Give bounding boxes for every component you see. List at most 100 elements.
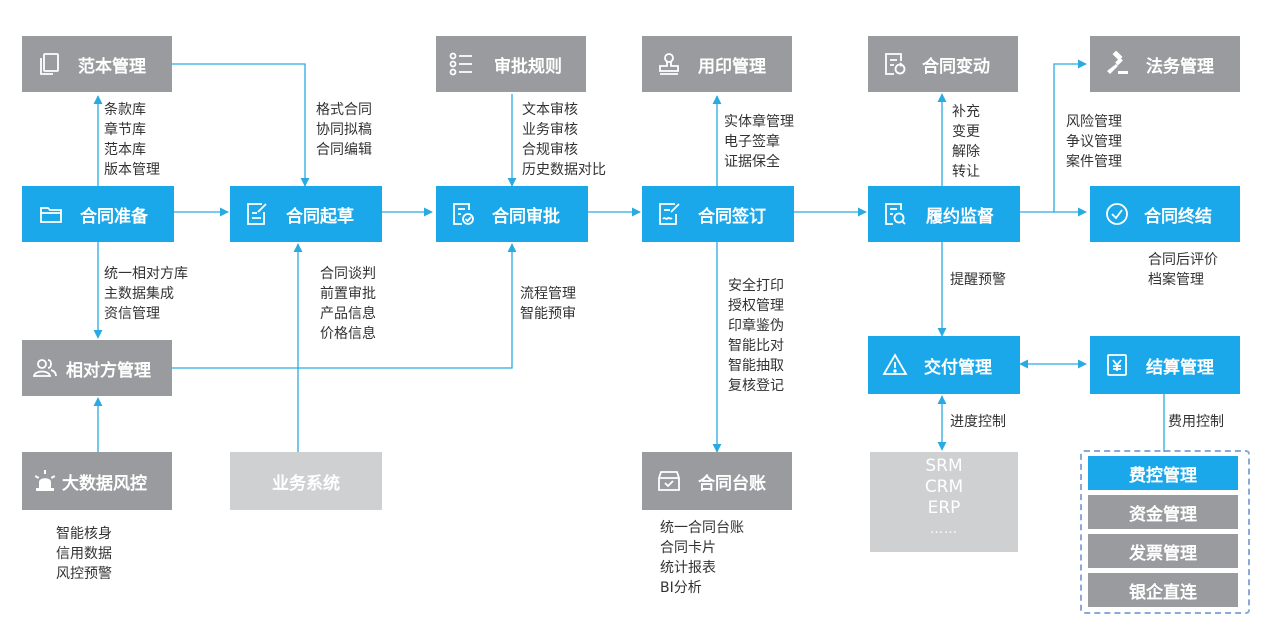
- node-contract-end: 合同终结: [1090, 186, 1240, 242]
- node-legal-mgmt: 法务管理: [1090, 36, 1240, 92]
- settlement-item-fund-mgmt: 资金管理: [1088, 495, 1238, 529]
- node-label: 相对方管理: [66, 360, 151, 381]
- annotation-settlement-bottom: 费用控制: [1168, 412, 1224, 432]
- annotation-line: 复核登记: [728, 378, 784, 394]
- alarm-icon: [32, 468, 58, 494]
- annotation-line: 提醒预警: [950, 272, 1006, 288]
- node-contract-ledger: 合同台账: [642, 452, 792, 510]
- node-contract-approval: 合同审批: [436, 186, 588, 242]
- annotation-line: 案件管理: [1066, 154, 1122, 170]
- annotation-line: 转让: [952, 164, 980, 180]
- annotation-line: 协同拟稿: [316, 122, 372, 138]
- edit-icon: [244, 201, 270, 227]
- annotation-line: 主数据集成: [104, 286, 174, 302]
- annotation-line: BI分析: [660, 580, 702, 596]
- settlement-items-group: [1080, 450, 1250, 614]
- node-label: 履约监督: [926, 206, 994, 227]
- sign-icon: [656, 201, 682, 227]
- settlement-item-invoice-mgmt: 发票管理: [1088, 534, 1238, 568]
- yen-document-icon: [1104, 352, 1130, 378]
- annotation-line: 费用控制: [1168, 414, 1224, 430]
- annotation-line: 合同后评价: [1148, 252, 1218, 268]
- external-system-more: ……: [930, 522, 958, 537]
- copy-icon: [36, 51, 62, 77]
- node-label: 合同起草: [286, 206, 354, 227]
- users-icon: [32, 355, 58, 381]
- annotation-prep-top: 条款库 章节库 范本库 版本管理: [104, 100, 160, 180]
- external-systems-panel: [870, 452, 1018, 552]
- annotation-line: 授权管理: [728, 298, 784, 314]
- annotation-approval-bottom: 流程管理 智能预审: [520, 284, 576, 324]
- annotation-line: 补充: [952, 104, 980, 120]
- annotation-line: 智能核身: [56, 526, 112, 542]
- annotation-line: 证据保全: [724, 154, 780, 170]
- annotation-end-bottom: 合同后评价 档案管理: [1148, 250, 1218, 290]
- annotation-line: 合规审核: [522, 142, 578, 158]
- annotation-line: 实体章管理: [724, 114, 794, 130]
- node-label: 审批规则: [494, 56, 562, 77]
- annotation-line: 合同卡片: [660, 540, 716, 556]
- annotation-line: 解除: [952, 144, 980, 160]
- warning-icon: [882, 352, 908, 378]
- list-icon: [448, 51, 474, 77]
- node-contract-draft: 合同起草: [230, 186, 382, 242]
- annotation-line: 智能比对: [728, 338, 784, 354]
- node-label: 范本管理: [78, 56, 146, 77]
- node-label: 合同终结: [1144, 206, 1212, 227]
- node-contract-sign: 合同签订: [642, 186, 794, 242]
- annotation-risk-bottom: 智能核身 信用数据 风控预警: [56, 524, 112, 584]
- annotation-line: 合同谈判: [320, 266, 376, 282]
- annotation-line: 合同编辑: [316, 142, 372, 158]
- annotation-line: 变更: [952, 124, 980, 140]
- annotation-line: 业务审核: [522, 122, 578, 138]
- node-seal-mgmt: 用印管理: [642, 36, 792, 92]
- annotation-line: 风险管理: [1066, 114, 1122, 130]
- arrow-counterparty-to-approval: [172, 243, 517, 369]
- annotation-line: 前置审批: [320, 286, 376, 302]
- document-refresh-icon: [882, 51, 908, 77]
- annotation-prep-bottom: 统一相对方库 主数据集成 资信管理: [104, 264, 188, 324]
- annotation-line: 统一合同台账: [660, 520, 744, 536]
- annotation-line: 电子签章: [724, 134, 780, 150]
- external-systems-list: SRM CRM ERP ……: [870, 456, 1018, 540]
- node-template-mgmt: 范本管理: [22, 36, 172, 92]
- annotation-monitor-bottom: 提醒预警: [950, 270, 1006, 290]
- arrow-template-to-draft: [172, 63, 310, 187]
- node-contract-prep: 合同准备: [22, 186, 174, 242]
- node-label: 用印管理: [698, 56, 766, 77]
- annotation-line: 章节库: [104, 122, 146, 138]
- node-bigdata-risk: 大数据风控: [22, 452, 172, 510]
- arrow-monitor-to-legal: [1019, 59, 1087, 213]
- node-label: 合同变动: [922, 56, 990, 77]
- node-label: 大数据风控: [62, 473, 147, 494]
- annotation-line: 流程管理: [520, 286, 576, 302]
- annotation-sign-bottom: 安全打印 授权管理 印章鉴伪 智能比对 智能抽取 复核登记: [728, 276, 784, 396]
- node-label: 合同审批: [492, 206, 560, 227]
- annotation-line: 智能预审: [520, 306, 576, 322]
- annotation-legal-side: 风险管理 争议管理 案件管理: [1066, 112, 1122, 172]
- folder-icon: [38, 201, 64, 227]
- external-system-crm: CRM: [924, 477, 964, 497]
- node-label: 合同准备: [80, 206, 148, 227]
- node-label: 法务管理: [1146, 56, 1214, 77]
- external-system-srm: SRM: [925, 456, 963, 476]
- annotation-line: 产品信息: [320, 306, 376, 322]
- annotation-line: 统计报表: [660, 560, 716, 576]
- gavel-icon: [1104, 51, 1130, 77]
- annotation-delivery-bottom: 进度控制: [950, 412, 1006, 432]
- annotation-line: 进度控制: [950, 414, 1006, 430]
- document-check-icon: [450, 201, 476, 227]
- annotation-line: 历史数据对比: [522, 162, 606, 178]
- annotation-line: 智能抽取: [728, 358, 784, 374]
- external-system-erp: ERP: [927, 498, 961, 518]
- annotation-line: 资信管理: [104, 306, 160, 322]
- annotation-line: 文本审核: [522, 102, 578, 118]
- node-counterparty-mgmt: 相对方管理: [22, 340, 172, 396]
- annotation-line: 价格信息: [320, 326, 376, 342]
- annotation-line: 档案管理: [1148, 272, 1204, 288]
- annotation-approval-top: 文本审核 业务审核 合规审核 历史数据对比: [522, 100, 606, 180]
- annotation-line: 印章鉴伪: [728, 318, 784, 334]
- node-business-system: 业务系统: [230, 452, 382, 510]
- annotation-line: 范本库: [104, 142, 146, 158]
